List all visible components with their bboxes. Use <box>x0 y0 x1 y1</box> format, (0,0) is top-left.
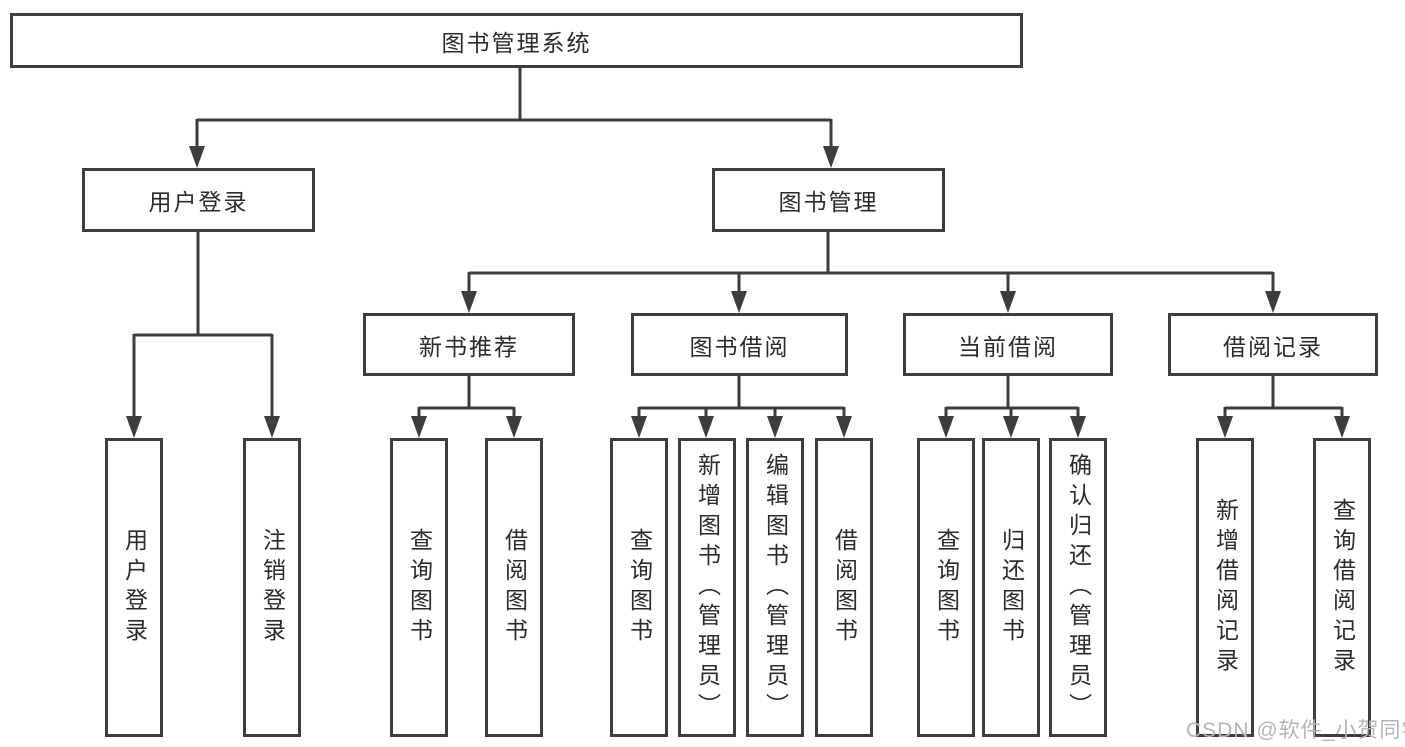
leaf-label: 查询图书 <box>933 527 960 648</box>
leaf-current-query-books: 查询图书 <box>917 438 975 737</box>
leaf-borrow-add-books-admin: 新增图书（管理员） <box>678 438 736 737</box>
node-label: 当前借阅 <box>958 333 1058 360</box>
leaf-label: 新增借阅记录 <box>1212 497 1239 678</box>
node-label: 图书管理 <box>778 189 879 215</box>
leaf-label: 归还图书 <box>998 527 1025 648</box>
csdn-watermark: CSDN @软件_小贺同学 <box>1186 719 1405 742</box>
leaf-newbook-borrow-books: 借阅图书 <box>485 438 543 737</box>
leaf-current-return-books: 归还图书 <box>982 438 1040 737</box>
leaf-records-query-record: 查询借阅记录 <box>1313 438 1371 737</box>
leaf-borrow-edit-books-admin: 编辑图书（管理员） <box>746 438 804 737</box>
leaf-logout: 注销登录 <box>243 438 301 737</box>
leaf-label: 编辑图书（管理员） <box>762 452 789 723</box>
node-label: 图书管理系统 <box>441 29 592 56</box>
leaf-label: 查询图书 <box>406 527 433 648</box>
leaf-label: 用户登录 <box>121 527 148 648</box>
leaf-user-login: 用户登录 <box>105 438 163 737</box>
leaf-label: 借阅图书 <box>501 527 528 648</box>
node-label: 用户登录 <box>148 189 249 215</box>
leaf-label: 确认归还（管理员） <box>1065 452 1092 723</box>
node-book-borrowing: 图书借阅 <box>631 313 848 376</box>
leaf-label: 新增图书（管理员） <box>694 452 721 723</box>
leaf-label: 借阅图书 <box>831 527 858 648</box>
node-new-book-recommendation: 新书推荐 <box>363 313 575 376</box>
leaf-borrow-query-books: 查询图书 <box>610 438 668 737</box>
leaf-label: 查询借阅记录 <box>1329 497 1356 678</box>
node-borrowing-records: 借阅记录 <box>1168 313 1378 376</box>
node-label: 图书借阅 <box>689 333 790 360</box>
leaf-current-confirm-return-admin: 确认归还（管理员） <box>1049 438 1107 737</box>
arrowhead-icons <box>126 146 1350 438</box>
node-label: 新书推荐 <box>419 333 519 360</box>
leaf-label: 注销登录 <box>259 527 286 648</box>
node-current-borrowing: 当前借阅 <box>903 313 1113 376</box>
leaf-records-add-record: 新增借阅记录 <box>1196 438 1254 737</box>
leaf-newbook-query-books: 查询图书 <box>390 438 448 737</box>
node-library-management-system: 图书管理系统 <box>10 13 1023 68</box>
node-book-management: 图书管理 <box>712 168 945 232</box>
leaf-borrow-borrow-books: 借阅图书 <box>815 438 873 737</box>
node-label: 借阅记录 <box>1223 333 1323 360</box>
leaf-label: 查询图书 <box>626 527 653 648</box>
node-user-login: 用户登录 <box>82 168 315 232</box>
